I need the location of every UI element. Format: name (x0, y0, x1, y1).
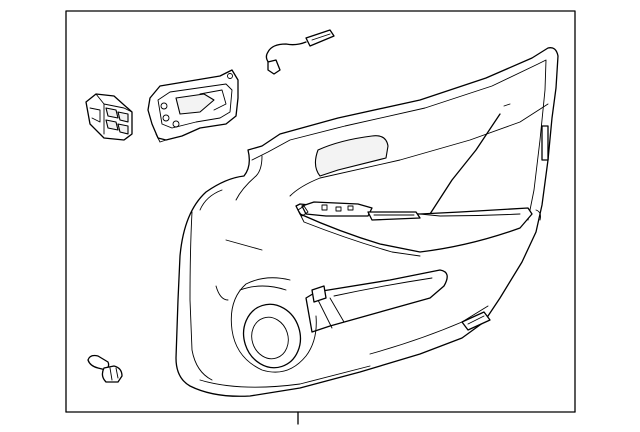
power-window-switch[interactable] (85, 93, 133, 141)
door-trim-panel[interactable] (175, 47, 559, 397)
inside-door-handle[interactable] (147, 69, 239, 143)
diagram-frame (65, 10, 576, 425)
trim-retainer-clip[interactable] (87, 354, 123, 383)
wire-harness-connector[interactable] (265, 29, 335, 75)
